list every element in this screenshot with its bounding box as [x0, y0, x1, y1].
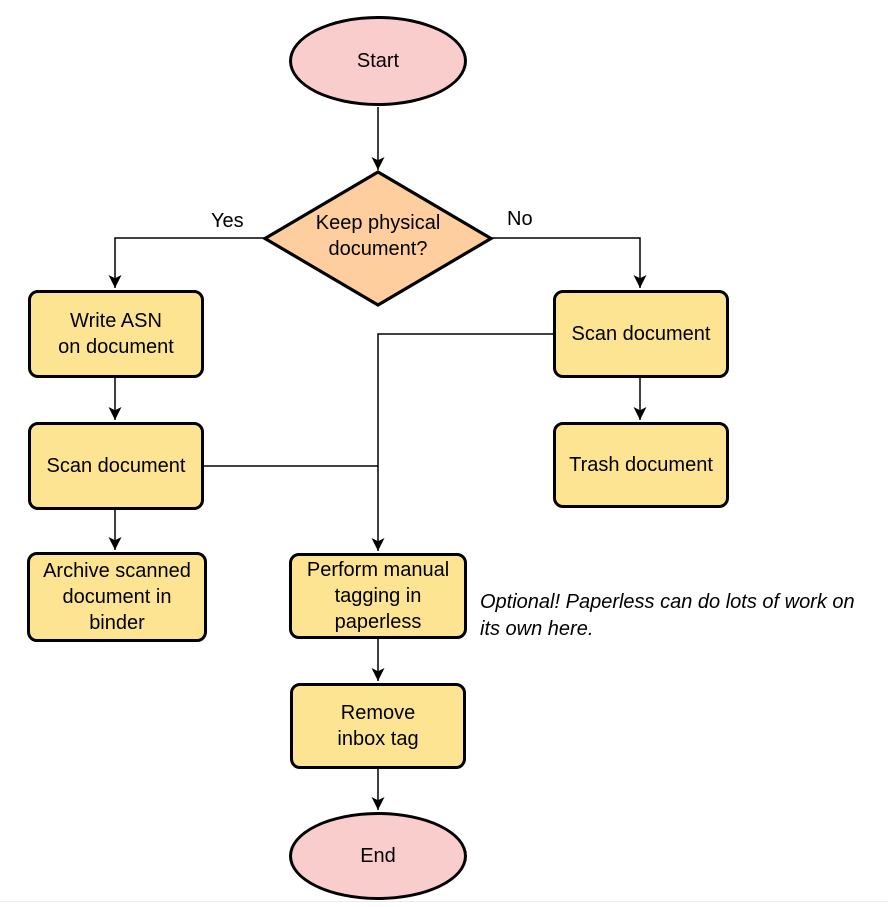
edge-label-no: No [507, 208, 533, 230]
node-remove-inbox-tag: Remove inbox tag [290, 683, 466, 769]
edge-label-yes: Yes [211, 210, 244, 232]
optional-note: Optional! Paperless can do lots of work … [480, 591, 855, 640]
node-trash-document: Trash document [553, 422, 729, 508]
node-write-asn: Write ASN on document [28, 290, 204, 378]
node-end: End [289, 812, 467, 900]
node-scan-document-left: Scan document [28, 422, 204, 510]
edge-decision-no-to-scan-right [491, 237, 647, 288]
node-scan-document-right: Scan document [553, 290, 729, 378]
node-archive-binder: Archive scanned document in binder [27, 552, 207, 642]
edge-decision-yes-to-write-asn [108, 237, 264, 288]
decision-diamond-shape [261, 170, 495, 307]
node-manual-tagging: Perform manual tagging in paperless [289, 553, 467, 639]
edge-scan-right-to-tagging [371, 333, 553, 551]
node-start: Start [289, 16, 467, 106]
page-bottom-border [0, 901, 888, 902]
node-decision-label: Keep physical document? [315, 212, 441, 260]
